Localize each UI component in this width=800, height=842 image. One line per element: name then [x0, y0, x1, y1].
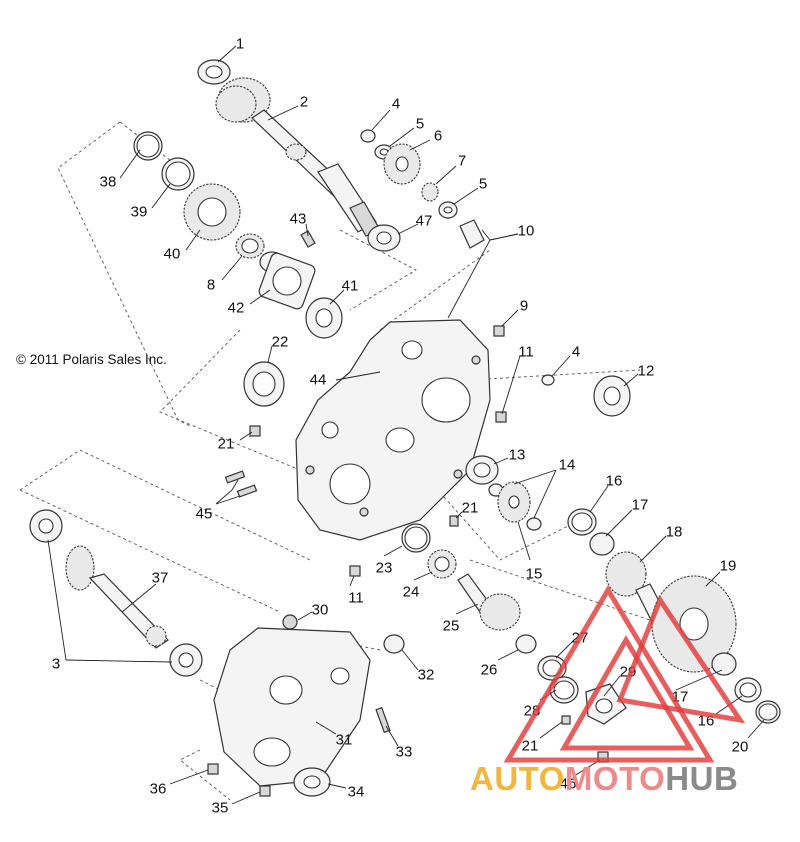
ring-gear-group-38-40 — [133, 131, 241, 241]
callout-leader-lines — [47, 45, 765, 805]
gear-stack-4-to-10 — [360, 129, 485, 249]
callout-c21a: 21 — [218, 436, 235, 453]
callout-c17a: 17 — [632, 497, 649, 514]
watermark-auto: AUTO — [470, 760, 565, 797]
callout-c13: 13 — [509, 447, 526, 464]
bearing-1 — [197, 59, 231, 85]
callout-c11b: 11 — [348, 590, 364, 607]
copyright-notice: © 2011 Polaris Sales Inc. — [16, 352, 167, 367]
callout-c14: 14 — [559, 457, 576, 474]
callout-c3: 3 — [52, 656, 60, 673]
callout-c39: 39 — [131, 204, 148, 221]
callout-c18: 18 — [666, 524, 683, 541]
callout-c16a: 16 — [606, 473, 623, 490]
callout-c32: 32 — [418, 667, 435, 684]
upper-output-shaft-group — [133, 59, 485, 339]
callout-c19: 19 — [720, 558, 737, 575]
callout-c6: 6 — [434, 128, 442, 145]
synchro-flange-group — [235, 230, 343, 339]
callout-c1: 1 — [236, 36, 244, 53]
callout-c47: 47 — [416, 213, 433, 230]
callout-c11a: 11 — [518, 344, 534, 361]
watermark-triangle-middle — [559, 635, 695, 751]
callout-c21c: 21 — [522, 738, 539, 755]
callout-c2: 2 — [300, 94, 308, 111]
callout-c44: 44 — [310, 372, 327, 389]
callout-labels: 1234455678910111112131415161617171819202… — [52, 36, 749, 817]
callout-c35: 35 — [212, 800, 229, 817]
callout-c15: 15 — [526, 566, 543, 583]
callout-c33: 33 — [396, 744, 413, 761]
right-upper-bearing-gear-group — [465, 374, 631, 531]
callout-c30: 30 — [312, 602, 329, 619]
callout-c5a: 5 — [416, 116, 424, 133]
callout-c40: 40 — [164, 246, 181, 263]
callout-c46: 46 — [560, 776, 577, 793]
callout-c24: 24 — [403, 584, 420, 601]
callout-c38: 38 — [100, 174, 117, 191]
main-transmission-case — [295, 319, 491, 541]
side-cover-group — [207, 614, 405, 797]
watermark-hub: HUB — [665, 760, 738, 797]
callout-c36: 36 — [150, 781, 167, 798]
callout-c42: 42 — [228, 300, 245, 317]
callout-c23: 23 — [376, 560, 393, 577]
callout-c5b: 5 — [479, 176, 487, 193]
bearing-47 — [367, 224, 401, 252]
watermark-triangle-outer — [503, 585, 715, 763]
callout-c20: 20 — [732, 739, 749, 756]
callout-c8: 8 — [207, 277, 215, 294]
callout-c7: 7 — [458, 153, 466, 170]
seals-and-fasteners-left — [224, 325, 507, 577]
automotohub-watermark: AUTOMOTOHUB — [470, 585, 746, 797]
callout-c4b: 4 — [572, 344, 580, 361]
callout-c21b: 21 — [462, 500, 479, 517]
callout-c26: 26 — [481, 662, 498, 679]
callout-c4a: 4 — [392, 96, 400, 113]
callout-c41: 41 — [342, 278, 359, 295]
watermark-triangle-right — [616, 594, 746, 724]
callout-c37: 37 — [152, 570, 169, 587]
callout-c25: 25 — [443, 618, 460, 635]
callout-c43: 43 — [290, 211, 307, 228]
watermark-wordmark: AUTOMOTOHUB — [470, 760, 738, 797]
callout-c34: 34 — [348, 784, 365, 801]
callout-c12: 12 — [638, 363, 655, 380]
callout-c22: 22 — [272, 334, 289, 351]
lower-input-shaft-group — [29, 509, 203, 677]
callout-c9: 9 — [520, 298, 528, 315]
watermark-moto: MOTO — [565, 760, 665, 797]
callout-c31: 31 — [336, 732, 353, 749]
callout-c10: 10 — [518, 223, 535, 240]
callout-c45: 45 — [196, 506, 213, 523]
center-shaft-group — [401, 523, 537, 654]
